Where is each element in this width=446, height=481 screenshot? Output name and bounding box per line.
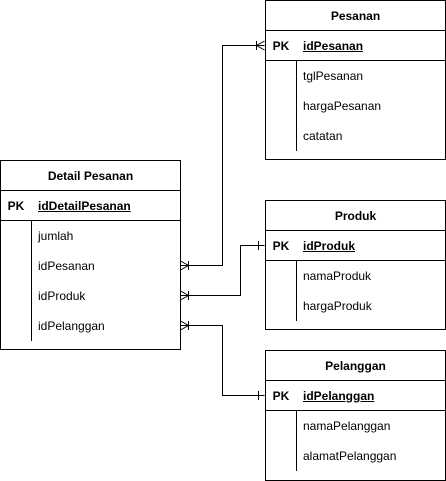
primary-key-row: PK idPelanggan	[266, 381, 445, 411]
primary-key-row: PK idProduk	[266, 231, 445, 261]
pk-field: idPesanan	[303, 38, 364, 53]
attribute-field: catatan	[303, 129, 343, 143]
crows-foot-many-icon	[180, 260, 190, 271]
crows-foot-one-icon	[255, 40, 265, 51]
entity-title: Pesanan	[266, 1, 445, 31]
attribute-field: hargaProduk	[303, 299, 372, 313]
connector-detail-to-pelanggan	[180, 325, 265, 396]
entity-title: Detail Pesanan	[1, 161, 180, 191]
primary-key-row: PK idDetailPesanan	[1, 191, 180, 221]
entity-detail-pesanan[interactable]: Detail Pesanan PK idDetailPesanan jumlah…	[0, 160, 181, 350]
attribute-field: jumlah	[38, 229, 74, 243]
attribute-field: idPelanggan	[38, 319, 105, 333]
pk-label: PK	[7, 198, 25, 213]
column-divider	[296, 61, 297, 151]
pk-label: PK	[272, 38, 290, 53]
entity-pesanan[interactable]: Pesanan PK idPesanan tglPesanan hargaPes…	[265, 0, 446, 160]
attribute-field: alamatPelanggan	[303, 449, 397, 463]
attribute-field: namaProduk	[303, 269, 372, 283]
attribute-field: namaPelanggan	[303, 419, 391, 433]
pk-label: PK	[272, 388, 290, 403]
entity-pelanggan[interactable]: Pelanggan PK idPelanggan namaPelanggan a…	[265, 350, 446, 481]
crows-foot-many-icon	[180, 290, 190, 301]
pk-field: idPelanggan	[303, 388, 375, 403]
pk-label: PK	[272, 238, 290, 253]
entity-produk[interactable]: Produk PK idProduk namaProduk hargaProdu…	[265, 200, 446, 330]
attribute-field: idPesanan	[38, 259, 95, 273]
pk-field: idDetailPesanan	[38, 198, 131, 213]
entity-title: Pelanggan	[266, 351, 445, 381]
attribute-field: hargaPesanan	[303, 99, 382, 113]
entity-title: Produk	[266, 201, 445, 231]
connector-detail-to-produk	[180, 245, 265, 296]
column-divider	[296, 261, 297, 321]
pk-field: idProduk	[303, 238, 356, 253]
column-divider	[296, 411, 297, 471]
crows-foot-many-icon	[180, 320, 190, 331]
attribute-field: idProduk	[38, 289, 86, 303]
column-divider	[31, 221, 32, 341]
primary-key-row: PK idPesanan	[266, 31, 445, 61]
attribute-field: tglPesanan	[303, 69, 364, 83]
connector-detail-to-pesanan	[180, 45, 265, 266]
